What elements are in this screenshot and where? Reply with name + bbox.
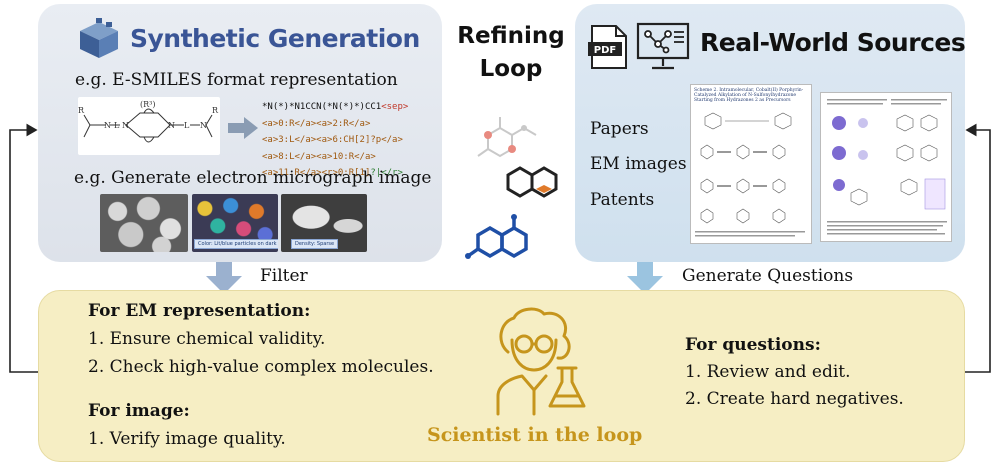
refining-loop-title: Refining Loop [452,20,570,86]
pdf-file-icon: PDF [588,25,627,69]
image-item-1: 1. Verify image quality. [88,429,286,449]
patent-thumbnail [820,92,952,242]
scientist-loop-label: Scientist in the loop [427,424,643,446]
em-representation-heading: For EM representation: [88,301,311,321]
struct-label-r1: R [78,106,85,115]
right-loop-line [965,123,991,373]
questions-item-2: 2. Create hard negatives. [685,389,904,409]
generate-questions-label: Generate Questions [682,266,854,286]
smiles-line-5: <a>11:R</a><r>0:R[1]?|</r> [262,168,403,178]
questions-item-1: 1. Review and edit. [685,362,851,382]
em-caption-density: Density: Sparse [291,239,339,249]
refining-title-line2: Loop [479,56,543,82]
source-papers: Papers [590,119,649,139]
smiles-line-2: <a>0:R</a><a>2:R</a> [262,118,371,129]
paper-heading: Scheme 2. Intramolecular, Cobalt(II) Por… [694,88,804,103]
paper-thumbnail: Scheme 2. Intramolecular, Cobalt(II) Por… [690,84,812,244]
svg-text:N: N [200,121,207,130]
generate-arrow-icon [627,262,663,294]
scientist-loop-panel [38,290,965,462]
struct-label-r3: (R³) [140,100,155,109]
molecule-structure-card [78,97,220,155]
em-item-1: 1. Ensure chemical validity. [88,329,326,349]
molecule-icons [465,117,558,259]
refining-title-line1: Refining [457,23,565,49]
left-loop-line [9,123,38,373]
smiles-example-heading: e.g. E-SMILES format representation [75,70,398,90]
em-image-3: Density: Sparse [281,194,367,252]
scientist-icon [496,307,586,416]
smiles-line-1: *N(*)*N1CCN(*N(*)*)CC1<sep> [262,102,409,112]
em-image-2: Color: Lit/blue particles on dark backgr… [192,194,278,252]
svg-text:N: N [122,121,129,130]
source-em-images: EM images [590,154,687,174]
cube-logo-icon [80,18,118,58]
synthetic-title: Synthetic Generation [130,24,420,53]
em-item-2: 2. Check high-value complex molecules. [88,357,434,377]
monitor-network-icon [636,22,690,70]
smiles-line-4: <a>8:L</a><a>10:R</a> [262,151,376,162]
real-world-title: Real-World Sources [700,28,966,57]
image-heading: For image: [88,401,190,421]
esmiles-code-block: *N(*)*N1CCN(*N(*)*)CC1<sep> <a>0:R</a><a… [262,99,408,182]
transform-arrow-icon [228,117,258,139]
svg-text:L: L [184,121,190,130]
svg-text:N: N [104,121,111,130]
filter-arrow-icon [206,262,242,294]
molecule-structure-icon: R N L N N L N R (R³) [78,100,219,143]
smiles-line-3: <a>3:L</a><a>6:CH[2]?p</a> [262,135,403,145]
source-patents: Patents [590,190,655,210]
em-image-1 [100,194,188,252]
pdf-label: PDF [594,45,616,56]
filter-label: Filter [260,266,308,286]
struct-label-r2: R [212,106,219,115]
questions-heading: For questions: [685,335,821,355]
svg-text:N: N [168,121,175,130]
em-caption-color: Color: Lit/blue particles on dark backgr… [194,239,278,249]
image-example-heading: e.g. Generate electron micrograph image [74,168,432,188]
svg-text:L: L [114,121,120,130]
